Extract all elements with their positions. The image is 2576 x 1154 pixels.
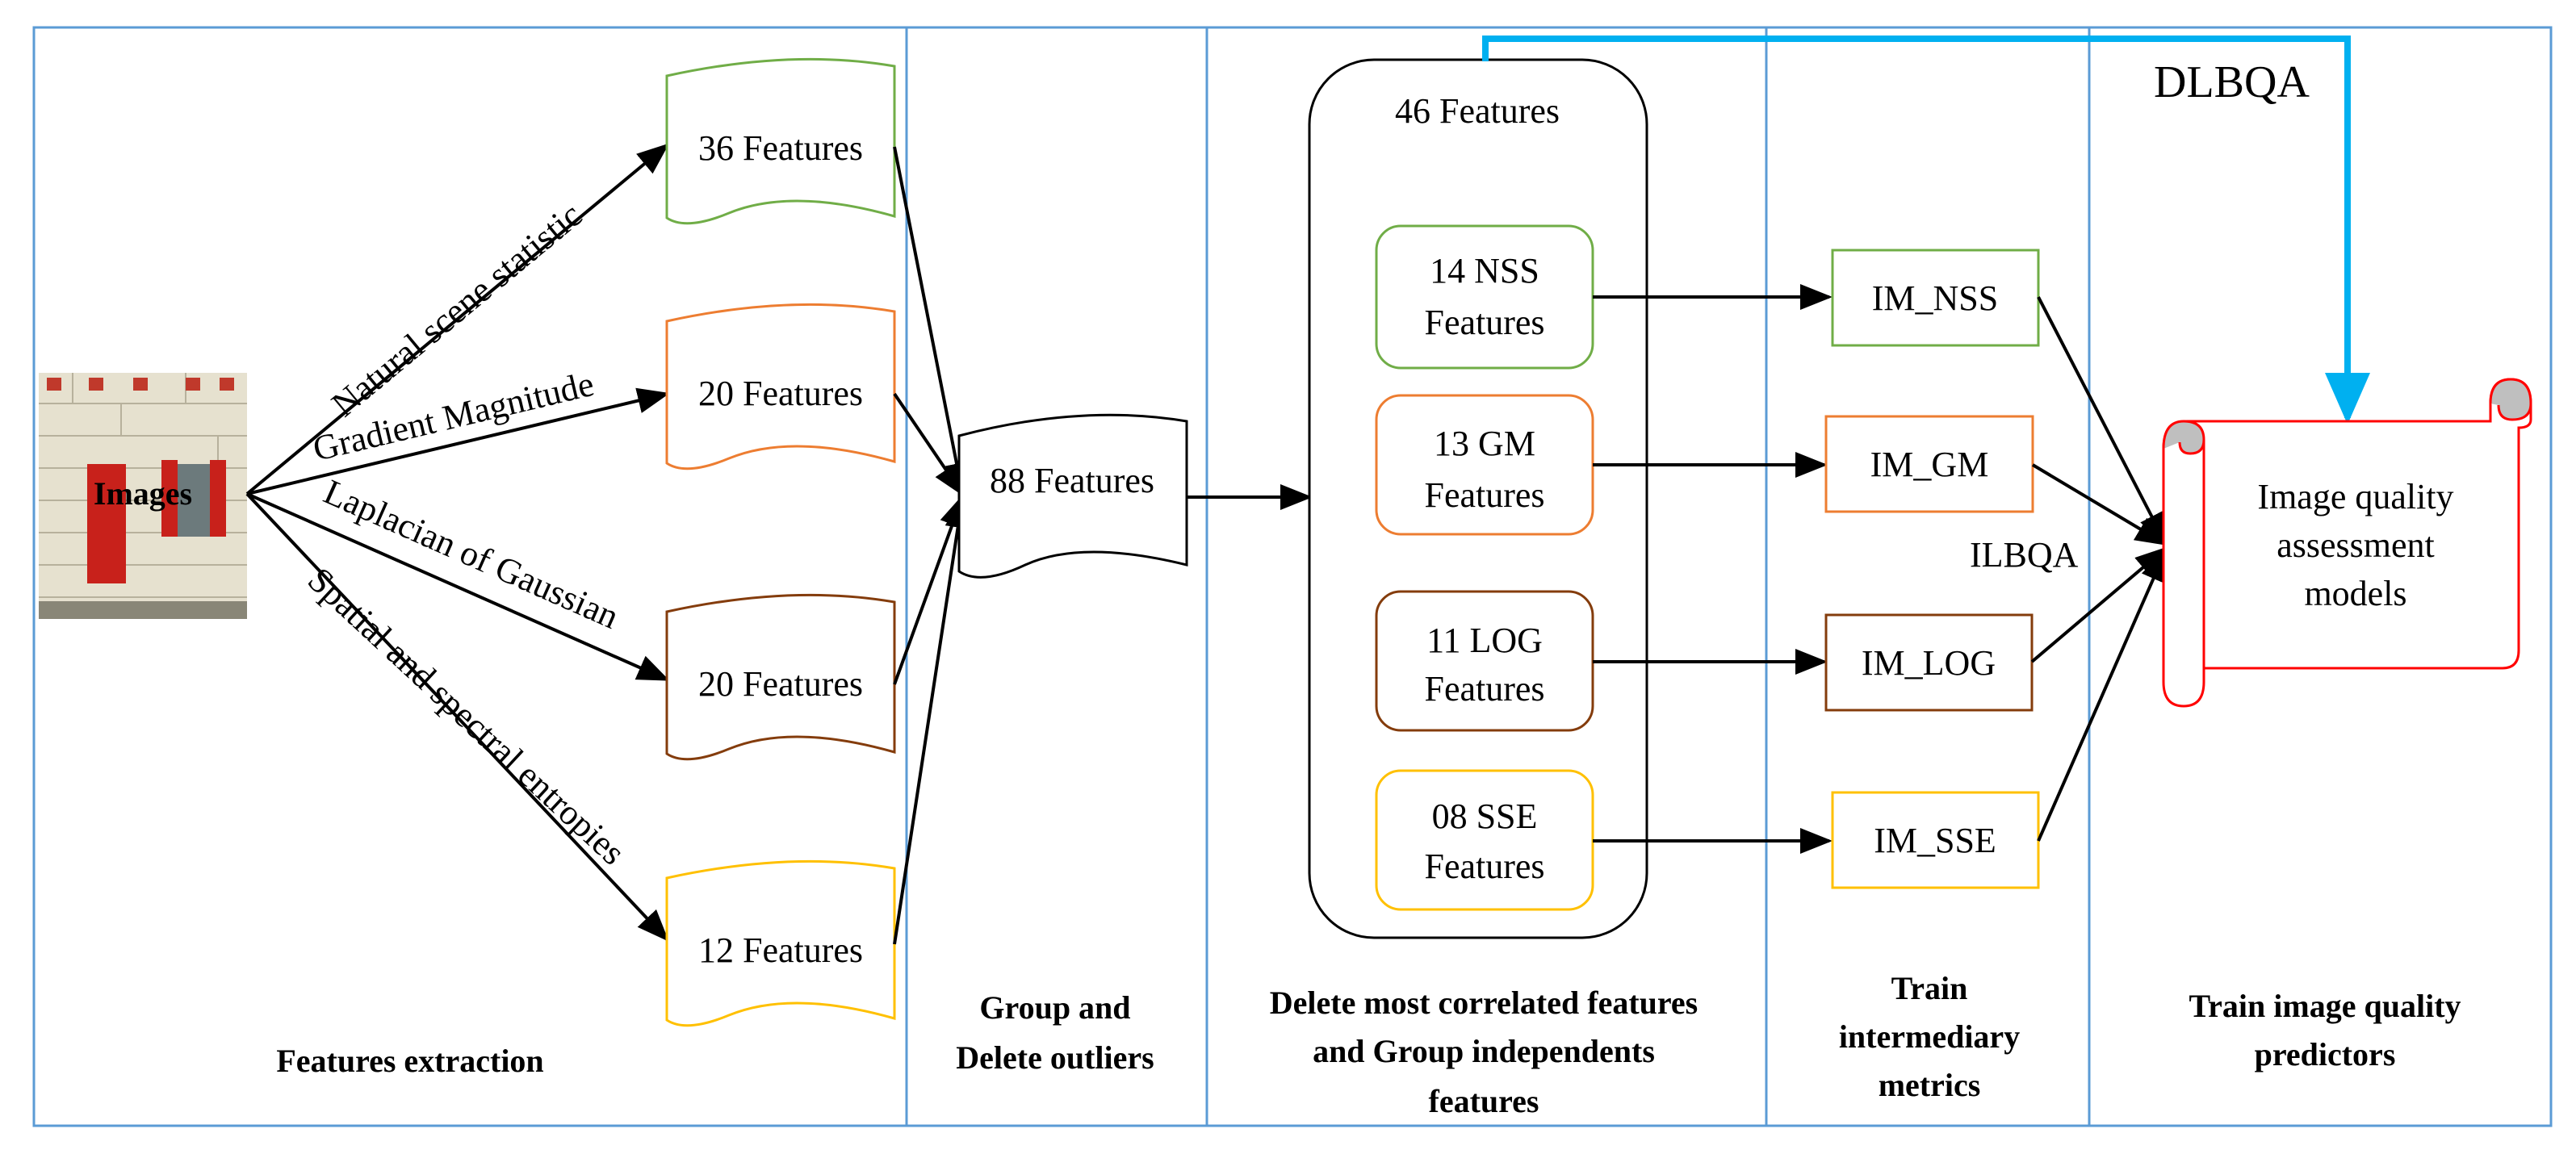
stage2-caption-line1: Group and (979, 989, 1130, 1026)
window (178, 464, 210, 537)
stage-captions: Features extraction Group and Delete out… (276, 970, 2461, 1119)
group-log-line1: 11 LOG (1426, 621, 1543, 660)
group-sse (1375, 769, 1594, 911)
metric-sse (1831, 791, 2040, 889)
metric-nss (1831, 249, 2040, 347)
stage1-caption: Features extraction (276, 1043, 543, 1079)
metric-to-output-arrows (2030, 296, 2168, 842)
metric-label-nss: IM_NSS (1872, 278, 1999, 318)
group-gm-line1: 13 GM (1434, 424, 1535, 463)
metric-log (1824, 613, 2034, 712)
feature-documents (665, 57, 896, 1027)
extraction-arrows (245, 143, 670, 942)
doc-label-0: 36 Features (698, 128, 863, 168)
dlbqa-arrow (1482, 36, 2370, 424)
stage3-caption-line1: Delete most correlated features (1270, 985, 1698, 1021)
right-shutter (210, 460, 226, 537)
group-log-line2: Features (1424, 669, 1544, 709)
output-line3: models (2304, 574, 2406, 613)
stage3-caption-line2: and Group independents (1313, 1033, 1655, 1069)
output-labels: Image quality assessment models (2257, 477, 2453, 613)
group-nss (1375, 224, 1594, 370)
feature-doc-labels: 36 Features 20 Features 20 Features 12 F… (698, 128, 863, 970)
arrow-sse (245, 492, 669, 942)
merged-doc (957, 413, 1188, 579)
red-door (87, 464, 126, 583)
output-scroll (2162, 378, 2532, 708)
doc-label-2: 20 Features (698, 664, 863, 704)
stage4-caption-line3: metrics (1879, 1067, 1981, 1103)
group-nss-line2: Features (1424, 303, 1544, 342)
arrow-nss (245, 143, 670, 495)
doc-label-1: 20 Features (698, 374, 863, 413)
group-sse-line1: 08 SSE (1432, 797, 1538, 836)
stage-frame (32, 26, 2553, 1127)
outer-frame (32, 26, 2553, 1127)
extraction-arrow-labels: Natural scene statistic Gradient Magnitu… (300, 195, 633, 873)
input-image: Images (39, 373, 247, 619)
doc-20-log (665, 593, 896, 761)
metric-boxes (1824, 249, 2040, 889)
doc-label-3: 12 Features (698, 930, 863, 970)
arrow-gm (246, 387, 670, 495)
metric-labels: IM_NSS IM_GM IM_LOG IM_SSE (1862, 278, 1998, 860)
metric-gm (1824, 415, 2034, 513)
output-line1: Image quality (2257, 477, 2453, 516)
group-to-metric-arrows (1593, 284, 1833, 854)
group-log (1375, 590, 1594, 732)
merged-label: 88 Features (990, 461, 1154, 500)
stage4-caption-line2: intermediary (1839, 1018, 2020, 1055)
metric-label-log: IM_LOG (1862, 643, 1996, 683)
group-nss-line1: 14 NSS (1430, 251, 1539, 291)
doc-12 (665, 859, 896, 1027)
arrow-log (246, 492, 670, 681)
doc-20-gm (665, 303, 896, 470)
metric-label-gm: IM_GM (1870, 445, 1989, 484)
stage2-caption-line2: Delete outliers (956, 1039, 1154, 1076)
stage5-caption-line2: predictors (2255, 1036, 2396, 1072)
stage5-caption-line1: Train image quality (2189, 988, 2461, 1024)
output-line2: assessment (2277, 525, 2435, 565)
stage4-caption-line1: Train (1891, 970, 1968, 1006)
group-boxes (1375, 224, 1594, 911)
stage3-caption-line3: features (1429, 1083, 1539, 1119)
input-label: Images (94, 475, 192, 512)
scroll-curl-top (2489, 378, 2532, 421)
group-sse-line2: Features (1424, 847, 1544, 886)
group-labels: 14 NSS Features 13 GM Features 11 LOG Fe… (1424, 251, 1544, 886)
selected-title: 46 Features (1395, 91, 1560, 131)
group-gm-line2: Features (1424, 475, 1544, 515)
ilbqa-label: ILBQA (1970, 535, 2079, 575)
left-shutter (161, 460, 178, 537)
doc-36 (665, 57, 896, 225)
dlbqa-label: DLBQA (2154, 57, 2310, 107)
merge-arrows (893, 146, 971, 945)
metric-label-sse: IM_SSE (1874, 821, 1996, 860)
